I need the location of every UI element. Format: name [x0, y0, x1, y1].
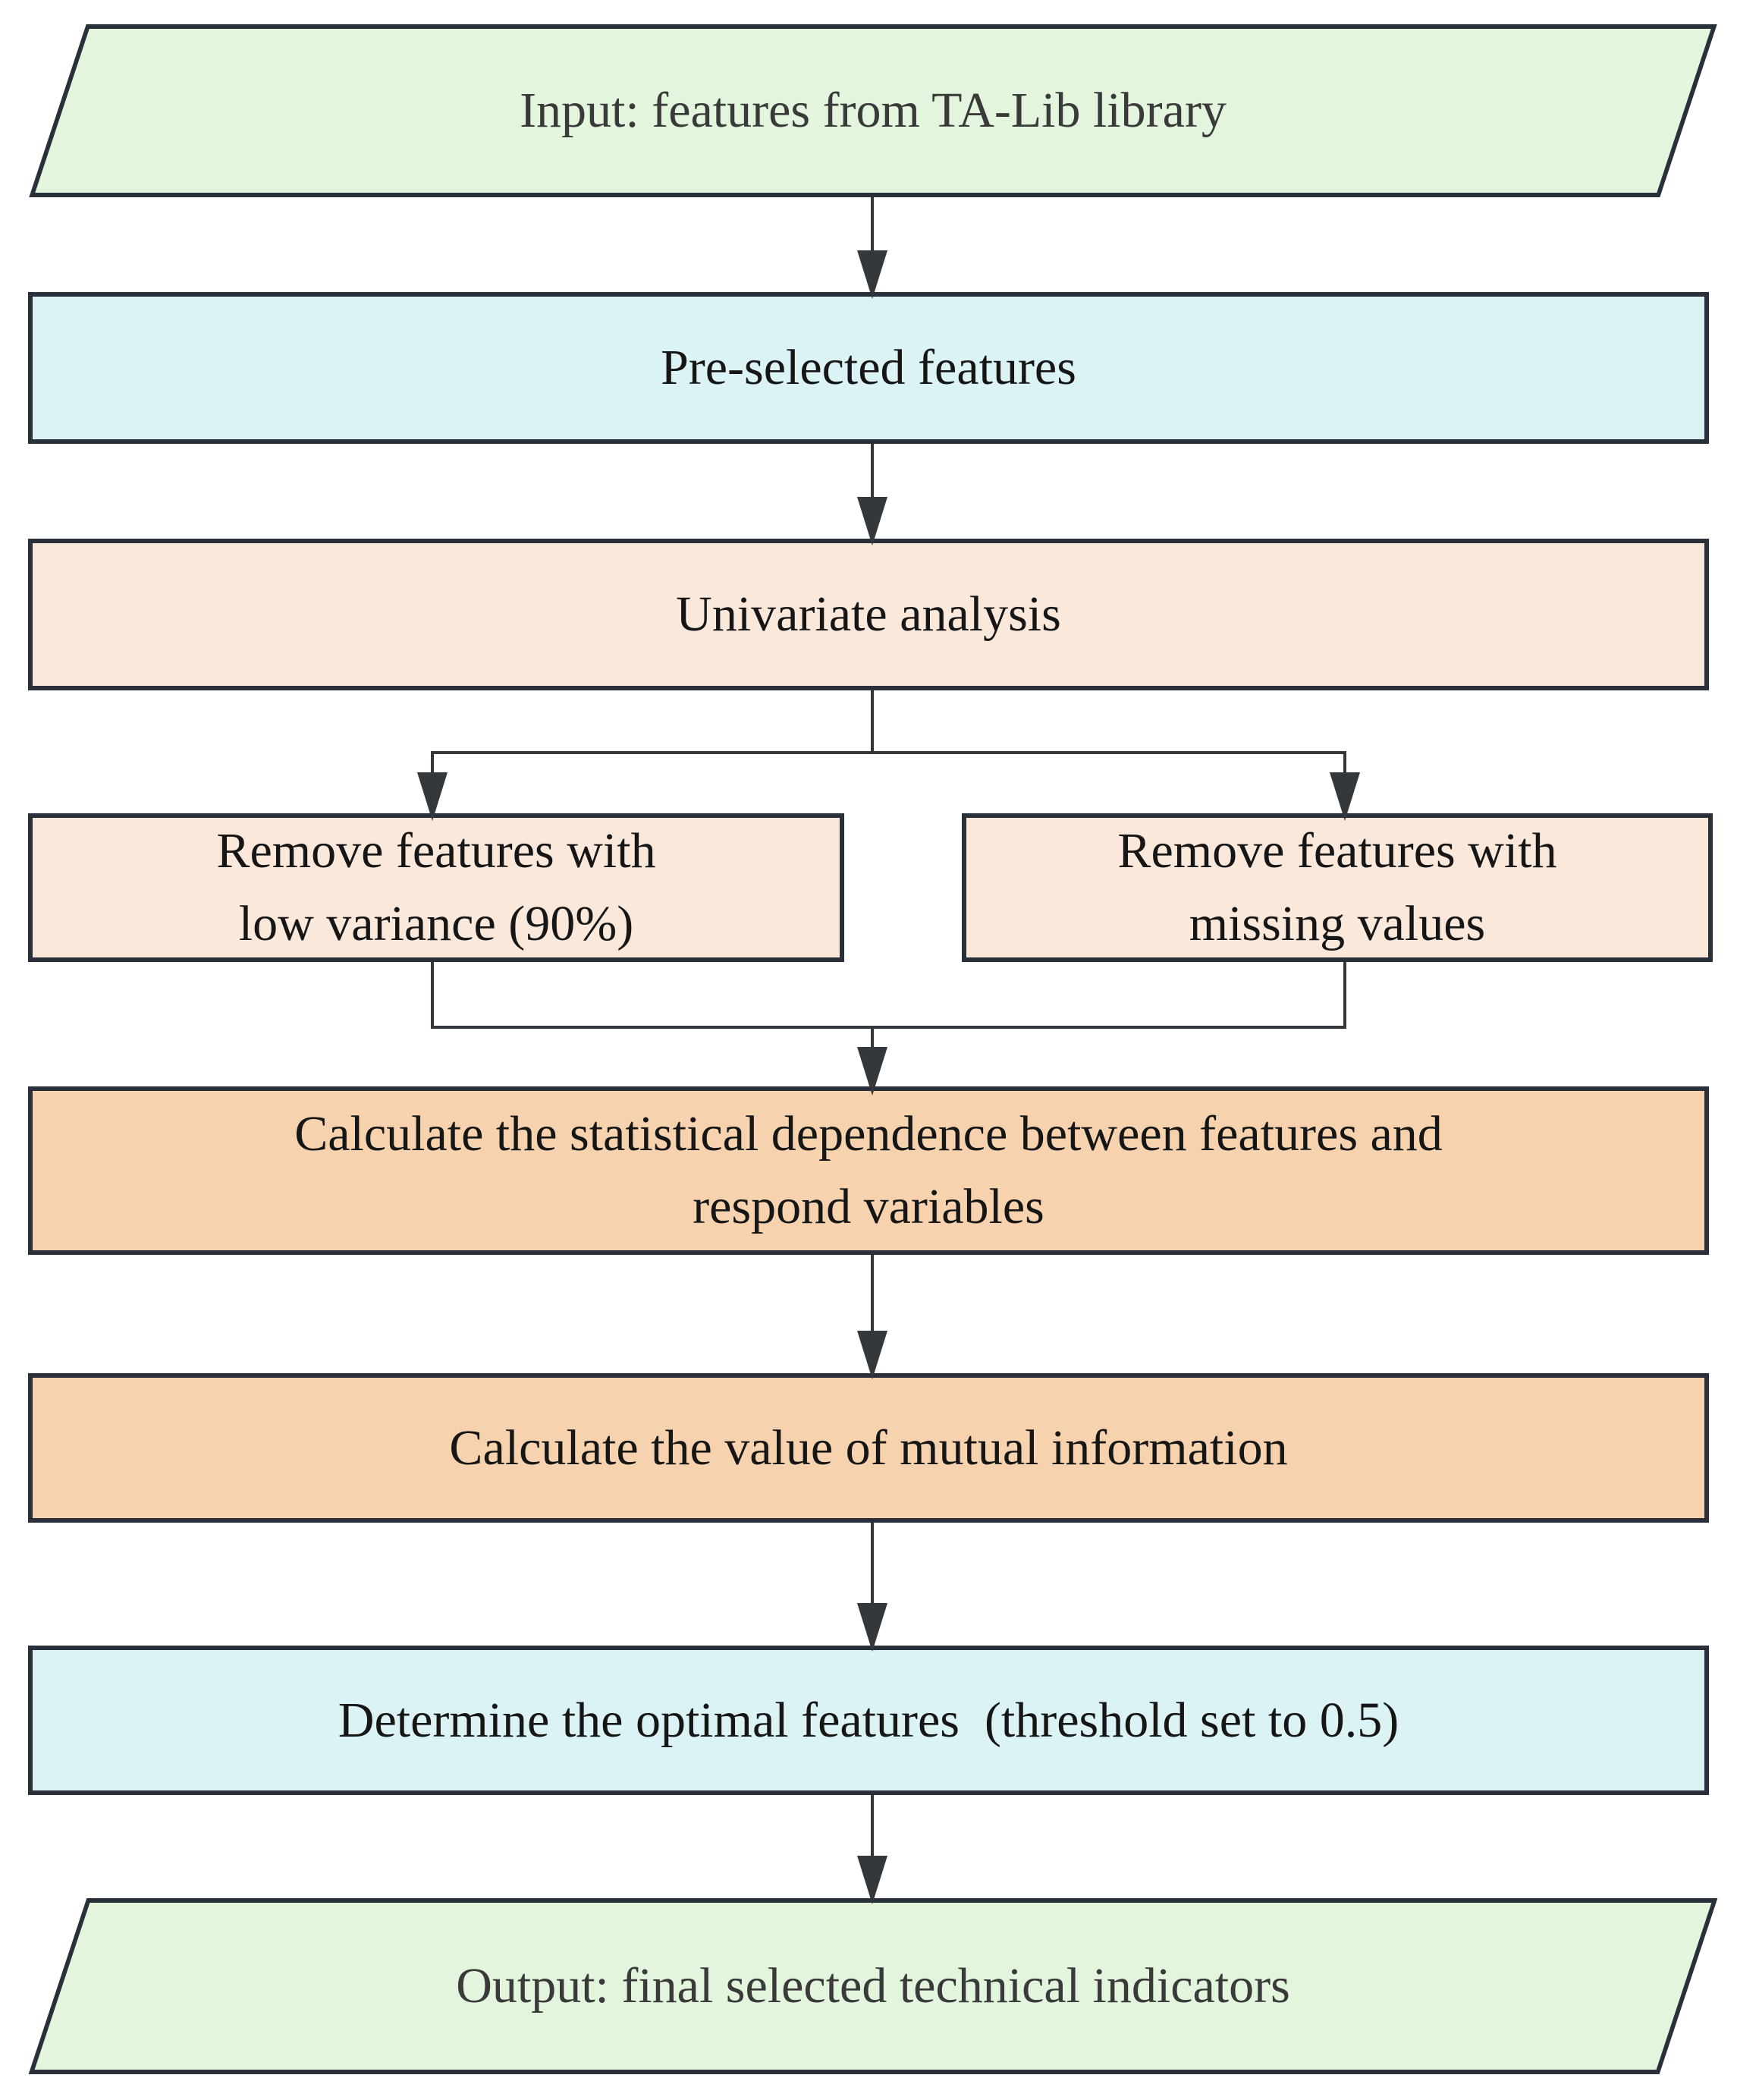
node-remove-missing-values-label: Remove features with missing values	[1117, 823, 1557, 951]
connector-split-horizontal-line	[431, 751, 1346, 754]
node-output-label: Output: final selected technical indicat…	[456, 1958, 1290, 2014]
arrowhead-mutual-info-to-optimal	[857, 1603, 887, 1652]
connector-optimal-to-output-stem	[871, 1793, 874, 1859]
connector-split-center-stem	[871, 689, 874, 754]
node-determine-optimal-features: Determine the optimal features (threshol…	[28, 1646, 1709, 1795]
node-remove-low-variance-label: Remove features with low variance (90%)	[216, 823, 656, 951]
connector-merge-left-stem	[431, 960, 434, 1029]
connector-merge-right-stem	[1343, 960, 1346, 1029]
arrowhead-univariate-to-missing-values	[1330, 772, 1360, 821]
arrowhead-univariate-to-low-variance	[417, 772, 448, 821]
node-determine-optimal-features-label: Determine the optimal features (threshol…	[338, 1692, 1399, 1748]
node-output: Output: final selected technical indicat…	[28, 1898, 1718, 2074]
node-univariate-analysis: Univariate analysis	[28, 539, 1709, 690]
connector-merge-center-stem	[871, 1026, 874, 1050]
node-calc-mutual-information: Calculate the value of mutual informatio…	[28, 1373, 1709, 1523]
node-remove-low-variance: Remove features with low variance (90%)	[28, 813, 844, 962]
connector-split-left-stem	[431, 751, 434, 775]
node-calc-statistical-dependence: Calculate the statistical dependence bet…	[28, 1086, 1709, 1255]
connector-mutual-info-to-optimal-stem	[871, 1521, 874, 1606]
connector-input-to-preselected-stem	[871, 196, 874, 253]
connector-split-right-stem	[1343, 751, 1346, 775]
node-input-inner: Input: features from TA-Lib library	[62, 29, 1684, 193]
node-pre-selected-features-label: Pre-selected features	[661, 340, 1076, 396]
arrowhead-dependence-to-mutual-info	[857, 1331, 887, 1379]
arrowhead-optimal-to-output	[857, 1856, 887, 1904]
node-output-inner: Output: final selected technical indicat…	[62, 1903, 1684, 2070]
arrowhead-input-to-preselected	[857, 250, 887, 299]
node-calc-mutual-information-label: Calculate the value of mutual informatio…	[449, 1419, 1288, 1476]
node-input-label: Input: features from TA-Lib library	[520, 83, 1227, 139]
arrowhead-merge-to-statistical-dependence	[857, 1047, 887, 1096]
connector-preselected-to-univariate-stem	[871, 442, 874, 500]
node-remove-missing-values: Remove features with missing values	[962, 813, 1713, 962]
node-pre-selected-features: Pre-selected features	[28, 292, 1709, 444]
arrowhead-preselected-to-univariate	[857, 497, 887, 545]
node-input: Input: features from TA-Lib library	[29, 24, 1717, 197]
connector-merge-horizontal-line	[431, 1026, 1346, 1029]
connector-dependence-to-mutual-info-stem	[871, 1253, 874, 1334]
node-univariate-analysis-label: Univariate analysis	[676, 586, 1061, 643]
node-calc-statistical-dependence-label: Calculate the statistical dependence bet…	[294, 1106, 1443, 1234]
